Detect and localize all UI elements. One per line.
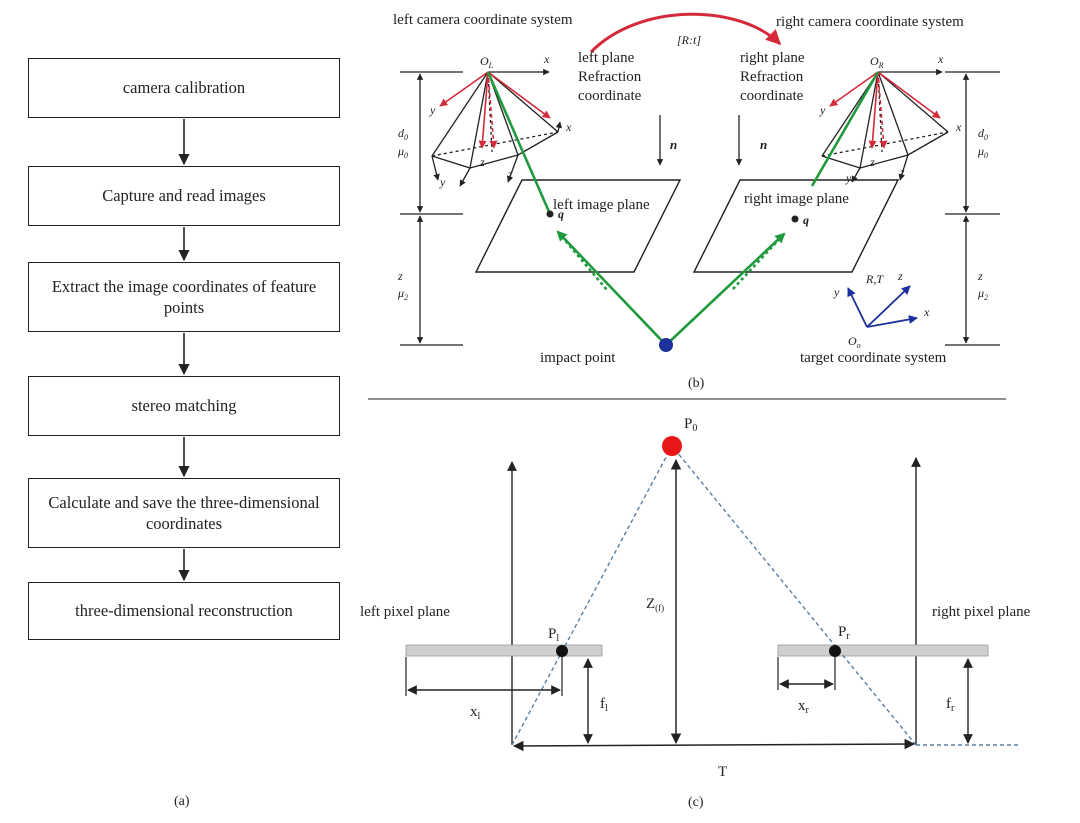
left-mu0: μ0 [397,144,408,160]
flow-step-matching: stereo matching [28,376,340,436]
right-pixel-plane [777,644,989,657]
right-ray-lower [665,232,786,346]
right-normal-label: n [760,137,767,152]
right-dimension [945,71,1000,346]
left-dimension [400,71,463,346]
right-mu2: μ2 [977,286,988,302]
panel-b: left camera coordinate system right came… [393,12,1000,391]
xl-label: xl [470,704,481,722]
left-camera-red-axes [439,71,551,149]
left-axis-x-top: x [543,52,550,66]
left-image-plane-label: left image plane [553,197,650,213]
left-axis-y2: y [439,175,446,189]
right-q-label: q [803,213,809,227]
left-mu2: μ2 [397,286,408,302]
flow-step-calibration: camera calibration [28,58,340,118]
right-refraction-line3: coordinate [740,88,804,104]
target-axis-x: x [923,305,930,319]
left-pixel-plane [405,644,603,657]
right-origin-label: OR [870,54,884,70]
left-pixel-plane-label: left pixel plane [360,604,450,620]
flow-step-calculate: Calculate and save the three-dimensional… [28,478,340,548]
right-d0: d0 [978,126,988,142]
target-axis-y: y [833,285,840,299]
pr-point [829,645,841,657]
caption-c: (c) [688,795,704,810]
target-rt-label: R,T [865,272,884,286]
left-axis-y: y [429,103,436,117]
left-q-point [546,210,554,218]
left-projection-ray [511,445,673,746]
right-axis-z: z [899,165,905,179]
panel-c: left pixel plane right pixel plane P0 Z(… [360,416,1031,810]
light-paths [486,71,880,346]
left-ray-lower [556,230,667,346]
rotation-arc [589,12,782,54]
left-q-label: q [558,207,564,221]
right-camera-red-axes [829,71,941,149]
left-refraction-line3: coordinate [578,88,642,104]
right-axis-y: y [819,103,826,117]
fl-label: fl [600,696,608,714]
impact-point-label: impact point [540,350,616,366]
p0-point [662,436,682,456]
flow-step-extract: Extract the image coordinates of feature… [28,262,340,332]
left-refraction-line2: Refraction [578,69,642,85]
pl-point [556,645,568,657]
pr-label: Pr [838,624,850,642]
target-axis-z: z [897,269,903,283]
left-refraction-line1: left plane [578,50,635,66]
right-axis-y2: y [845,171,852,185]
caption-a: (a) [174,794,190,809]
right-camera-frustum [821,68,949,183]
right-image-plane-label: right image plane [744,191,849,207]
right-mu0: μ0 [977,144,988,160]
left-image-plane [474,179,682,273]
left-camera-title: left camera coordinate system [393,12,573,28]
flow-step-capture: Capture and read images [28,166,340,226]
left-origin-label: OL [480,54,494,70]
target-axes [847,285,918,328]
right-axis-x: x [955,120,962,134]
target-system-label: target coordinate system [800,350,947,366]
right-pixel-plane-label: right pixel plane [932,604,1031,620]
left-normal-label: n [670,137,677,152]
rotation-label: [R:t] [677,33,701,47]
right-q-point [791,215,799,223]
right-ray-upper [810,71,880,187]
left-ray-dotted [557,231,608,291]
right-axis-x-top: x [937,52,944,66]
left-axis-z2: z [479,155,485,169]
baseline-arrow [512,738,916,752]
right-z: z [977,269,983,283]
p0-label: P0 [684,416,697,434]
right-projection-ray [671,445,917,746]
right-refraction-line1: right plane [740,50,805,66]
left-axis-z: z [507,167,513,181]
right-axis-z2: z [869,155,875,169]
baseline-label: T [718,764,727,780]
caption-b: (b) [688,376,705,391]
pl-label: Pl [548,626,559,644]
right-image-plane [692,179,900,273]
left-d0: d0 [398,126,408,142]
right-camera-title: right camera coordinate system [776,14,964,30]
xr-label: xr [798,698,810,716]
right-refraction-line2: Refraction [740,69,804,85]
left-ray-upper [486,71,552,215]
left-axis-x: x [565,120,572,134]
left-z: z [397,269,403,283]
target-origin-label: Oo [848,334,861,350]
impact-point-dot [659,338,673,352]
depth-label: Z(f) [646,596,664,613]
fr-label: fr [946,696,955,714]
right-ray-dotted [731,233,785,291]
flow-step-reconstruction: three-dimensional reconstruction [28,582,340,640]
